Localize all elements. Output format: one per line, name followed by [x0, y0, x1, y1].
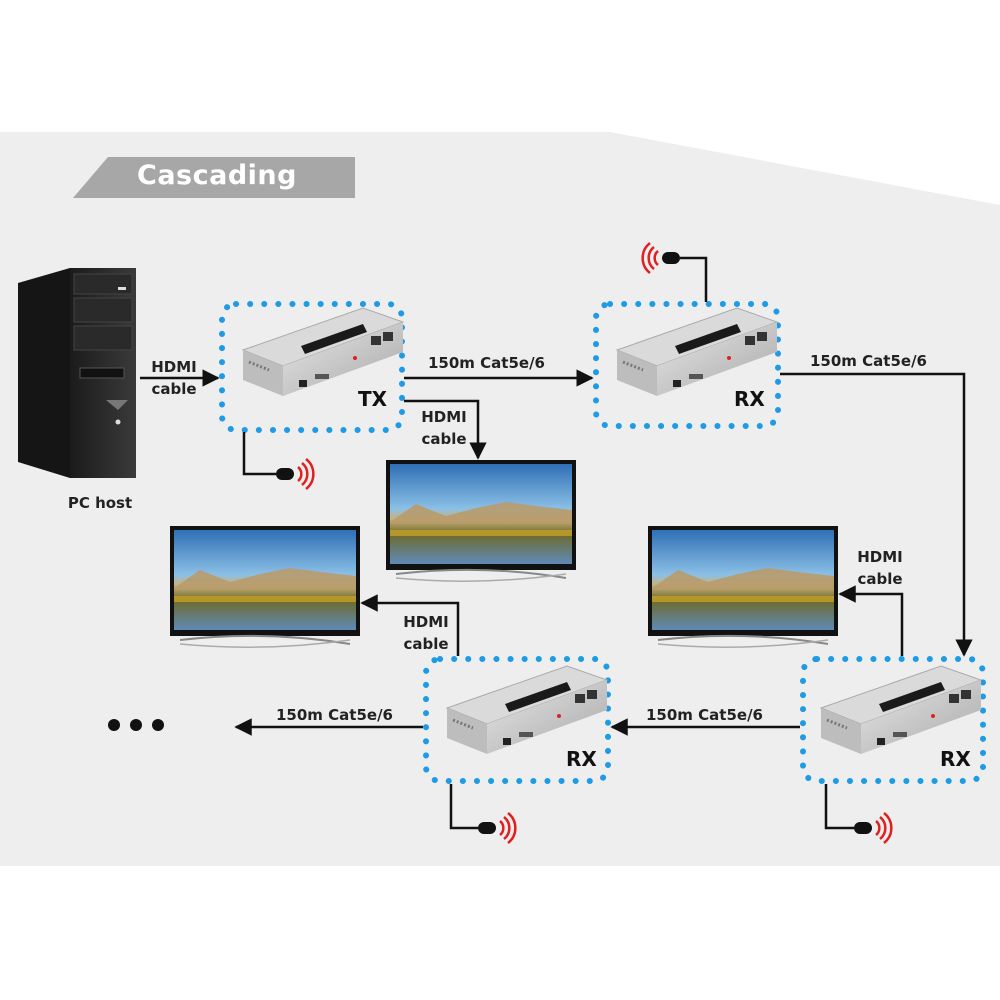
- rx2-more-cable-label: 150m Cat5e/6: [276, 706, 393, 724]
- wire-rx2-ir: [449, 784, 478, 830]
- diagram-title: Cascading: [137, 160, 297, 191]
- wire-rx1-ir: [680, 256, 708, 302]
- cable-text: cable: [151, 380, 197, 398]
- tx-rx1-cable-label: 150m Cat5e/6: [428, 354, 545, 372]
- tv-left-icon: [169, 525, 361, 649]
- cable-text: cable: [857, 570, 903, 588]
- rx2-frame: [423, 656, 611, 784]
- wire-rx2-tv: [360, 594, 460, 656]
- tv-right-icon: [647, 525, 839, 649]
- pc-host-label: PC host: [67, 494, 133, 512]
- hdmi-text: HDMI: [421, 408, 467, 426]
- rx2-label: RX: [566, 747, 597, 771]
- rx2-tv-hdmi-label: HDMI cable: [394, 611, 458, 655]
- hdmi-text: HDMI: [403, 613, 449, 631]
- wire-tx-ir: [242, 432, 276, 476]
- tx-frame: [219, 301, 405, 433]
- tx-label: TX: [358, 387, 388, 411]
- wire-rx1-rx2: [780, 372, 973, 657]
- cable-text: cable: [403, 635, 449, 653]
- pc-tx-hdmi-label: HDMI cable: [140, 356, 208, 400]
- rx3-frame: [800, 656, 986, 784]
- title-band: [73, 157, 355, 198]
- rx1-label: RX: [734, 387, 765, 411]
- wire-rx3-ir: [824, 784, 854, 830]
- tx-tv-hdmi-label: HDMI cable: [412, 406, 476, 450]
- rx3-label: RX: [940, 747, 971, 771]
- rx1-frame: [593, 301, 781, 429]
- wire-rx3-tv: [838, 585, 904, 656]
- background-wedge: [610, 132, 1000, 205]
- rx1-rx2-cable-label: 150m Cat5e/6: [810, 352, 927, 370]
- rx3-tv-hdmi-label: HDMI cable: [848, 546, 912, 590]
- pc-tower-icon: [18, 268, 136, 478]
- tv-top-icon: [385, 459, 577, 583]
- hdmi-text: HDMI: [151, 358, 197, 376]
- wire-tx-tv: [404, 399, 487, 460]
- hdmi-text: HDMI: [857, 548, 903, 566]
- more-ellipsis-icon: [108, 716, 174, 735]
- cable-text: cable: [421, 430, 467, 448]
- rx3-rx2-cable-label: 150m Cat5e/6: [646, 706, 763, 724]
